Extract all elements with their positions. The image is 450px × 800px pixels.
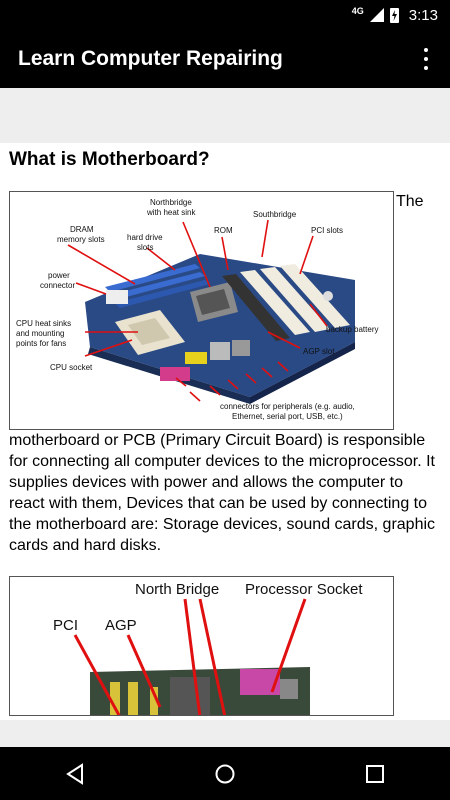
- label-power-2: connector: [40, 281, 75, 290]
- label-cpu-heat: CPU heat sinks: [16, 319, 71, 328]
- app-bar: Learn Computer Repairing: [0, 30, 450, 88]
- label-cpu-socket: CPU socket: [50, 363, 93, 372]
- label-backup-battery: backup battery: [326, 325, 378, 334]
- clock: 3:13: [408, 6, 438, 24]
- label-northbridge: Northbridge: [150, 198, 192, 207]
- label-dram-2: memory slots: [57, 235, 105, 244]
- label-connectors: connectors for peripherals (e.g. audio,: [220, 402, 355, 411]
- back-triangle-icon: [66, 762, 83, 785]
- network-type: 4G: [351, 6, 364, 16]
- label-agp-2: AGP: [105, 617, 137, 634]
- recents-button[interactable]: [355, 754, 395, 794]
- home-button[interactable]: [205, 754, 245, 794]
- motherboard-illustration: Northbridge with heat sink Southbridge D…: [16, 198, 378, 421]
- label-hdd: hard drive: [127, 233, 163, 242]
- motherboard-photo-labeled: North Bridge Processor Socket PCI AGP: [9, 576, 394, 716]
- article: What is Motherboard?: [0, 149, 450, 716]
- label-power: power: [48, 271, 70, 280]
- label-connectors-2: Ethernet, serial port, USB, etc.): [232, 412, 343, 421]
- bottom-ad-area: [0, 720, 450, 747]
- label-agp: AGP slot: [303, 347, 335, 356]
- overflow-menu-icon[interactable]: [416, 48, 436, 70]
- status-bar: 4G 3:13: [0, 0, 450, 30]
- label-northbridge-2: with heat sink: [146, 208, 196, 217]
- article-heading: What is Motherboard?: [9, 149, 210, 170]
- navigation-bar: [0, 747, 450, 800]
- motherboard-diagram: Northbridge with heat sink Southbridge D…: [9, 191, 394, 430]
- content-webview[interactable]: What is Motherboard?: [0, 88, 450, 720]
- label-north-bridge: North Bridge: [135, 581, 219, 598]
- recents-square-icon: [366, 764, 384, 783]
- article-paragraph: The motherboard or PCB (Primary Circuit …: [9, 193, 436, 554]
- back-button[interactable]: [55, 754, 95, 794]
- label-processor-socket: Processor Socket: [245, 581, 363, 598]
- label-dram: DRAM: [70, 225, 94, 234]
- ad-banner-area: [0, 88, 450, 143]
- label-rom: ROM: [214, 226, 233, 235]
- label-cpu-heat-3: points for fans: [16, 339, 66, 348]
- motherboard-photo: North Bridge Processor Socket PCI AGP: [53, 581, 363, 715]
- home-circle-icon: [215, 764, 235, 783]
- label-southbridge: Southbridge: [253, 210, 297, 219]
- label-pci-2: PCI: [53, 617, 78, 634]
- battery-icon: [389, 7, 399, 23]
- signal-icon: [369, 8, 384, 22]
- app-title: Learn Computer Repairing: [18, 47, 283, 70]
- label-cpu-heat-2: and mounting: [16, 329, 64, 338]
- label-hdd-2: slots: [137, 243, 153, 252]
- label-pci: PCI slots: [311, 226, 343, 235]
